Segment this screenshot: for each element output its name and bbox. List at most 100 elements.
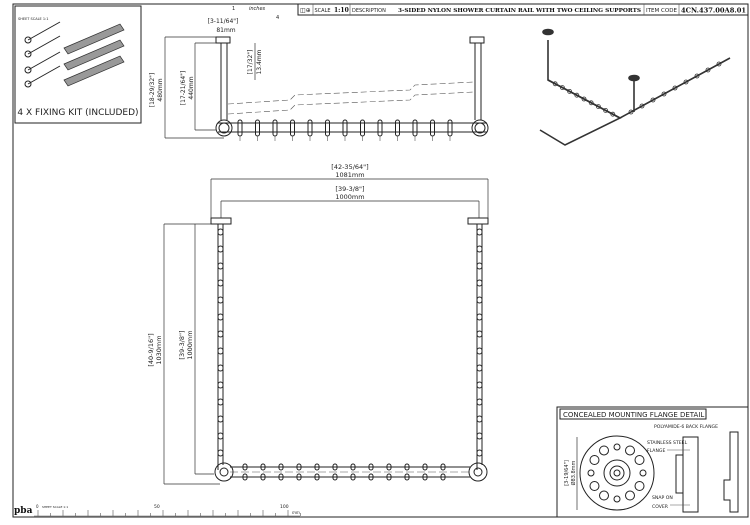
hook (386, 463, 392, 471)
hook (440, 463, 446, 471)
hook (588, 100, 594, 106)
dim-post-height-mm: 440mm (188, 76, 195, 99)
hook (581, 96, 587, 102)
hook (217, 296, 224, 304)
dim-overall-depth-mm: 1030mm (155, 335, 163, 364)
dim-flange-width-in: [3-11/64"] (208, 18, 239, 25)
flange-hole (625, 445, 635, 456)
flange-hole (599, 445, 609, 456)
hook (404, 463, 410, 471)
hook (476, 279, 483, 287)
flange-detail-title: CONCEALED MOUNTING FLANGE DETAIL (563, 411, 704, 419)
dim-flange-diameter-in: [3-19/64"] (564, 460, 570, 486)
scale-label: SCALE (315, 8, 331, 14)
hook (290, 119, 295, 137)
hook (242, 473, 248, 481)
dim-post-height-in: [17-21/64"] (180, 71, 187, 106)
hook (217, 245, 224, 253)
top-ruler: SHEET SCALE 1:1 1 inches 4 (15, 3, 298, 21)
callout-snap-on: SNAP ON (652, 495, 673, 501)
wall-plug-icon (63, 23, 125, 87)
hook (610, 111, 616, 117)
hook (260, 473, 266, 481)
fixing-kit-label: 4 X FIXING KIT (INCLUDED) (17, 108, 138, 118)
ruler-scale-label: SHEET SCALE 1:1 (18, 17, 49, 21)
hook (217, 313, 224, 321)
plan-view: [42-35/64"] 1081mm [39-3/8"] 1000mm [40-… (147, 163, 489, 485)
hook (332, 473, 338, 481)
hook (350, 473, 356, 481)
hook (567, 89, 572, 94)
description: 3-SIDED NYLON SHOWER CURTAIN RAIL WITH T… (398, 8, 641, 14)
ruler-unit: mm (292, 510, 300, 515)
ruler-tick-label: 4 (276, 15, 279, 21)
hook (217, 364, 224, 372)
flange-hole (639, 469, 647, 477)
hook (368, 473, 374, 481)
hook (705, 67, 711, 73)
hook (422, 463, 428, 471)
hook (217, 228, 224, 236)
hook (661, 91, 667, 97)
dim-depth-mm: 1000mm (186, 330, 194, 359)
item-code-label: ITEM CODE (646, 8, 677, 14)
hook (395, 119, 400, 137)
hook (342, 119, 348, 137)
hook (476, 347, 483, 355)
dim-flange-height-in: [17/32"] (247, 50, 254, 75)
dim-overall-width-mm: 1081mm (335, 171, 364, 179)
flange-hole (589, 455, 600, 465)
flange-hole (589, 481, 600, 491)
hook (639, 103, 645, 109)
dim-overall-height-mm: 480mm (157, 78, 164, 101)
callout-back-flange: POLYAMIDE-6 BACK FLANGE (654, 424, 718, 430)
hook (217, 432, 224, 440)
hook (217, 330, 224, 338)
flange-hole (587, 469, 595, 477)
flange-hole (634, 481, 645, 491)
hook (272, 119, 278, 137)
hook (217, 415, 224, 423)
ruler-scale-label: SHEET SCALE 1:1 (42, 505, 68, 509)
scale-value: 1:10 (334, 7, 349, 14)
bottom-ruler: pba 0 SHEET SCALE 1:1 50 100 mm (14, 504, 301, 517)
logo: pba (14, 506, 33, 516)
hook (672, 85, 678, 91)
isometric-view (539, 28, 731, 146)
flange-detail-panel: CONCEALED MOUNTING FLANGE DETAIL [3-19/6… (556, 406, 749, 518)
hook (278, 463, 284, 471)
hook (552, 81, 558, 87)
callout-flange: FLANGE (647, 448, 665, 454)
dim-overall-height-in: [18-29/32"] (149, 73, 156, 108)
hook (476, 432, 483, 440)
callout-cover: COVER (652, 504, 669, 510)
hook (350, 463, 356, 471)
hook (325, 119, 330, 137)
screw-icon (24, 21, 61, 88)
hook (596, 104, 601, 109)
flange-hole (613, 495, 621, 503)
dim-depth-in: [39-3/8"] (178, 330, 186, 359)
hook (386, 473, 392, 481)
hook (368, 463, 374, 471)
hook (260, 463, 266, 471)
hook (476, 330, 483, 338)
hook (716, 61, 722, 67)
hook (217, 398, 224, 406)
hook (314, 463, 320, 471)
hook (430, 119, 435, 137)
view-projection-icon: ◫⊕ (300, 7, 311, 14)
hook (476, 228, 483, 236)
dim-flange-diameter-mm: Ø83.8mm (570, 460, 577, 485)
hook (242, 463, 248, 471)
hook (476, 296, 483, 304)
front-view: [18-29/32"] 480mm [17-21/64"] 440mm [3-1… (149, 18, 489, 141)
hook (412, 119, 418, 137)
hook (422, 473, 428, 481)
hook (628, 109, 634, 115)
hook (217, 262, 224, 270)
hook (217, 347, 224, 355)
title-block: ◫⊕ SCALE 1:10 DESCRIPTION 3-SIDED NYLON … (297, 3, 749, 16)
flange-hole (634, 455, 645, 465)
